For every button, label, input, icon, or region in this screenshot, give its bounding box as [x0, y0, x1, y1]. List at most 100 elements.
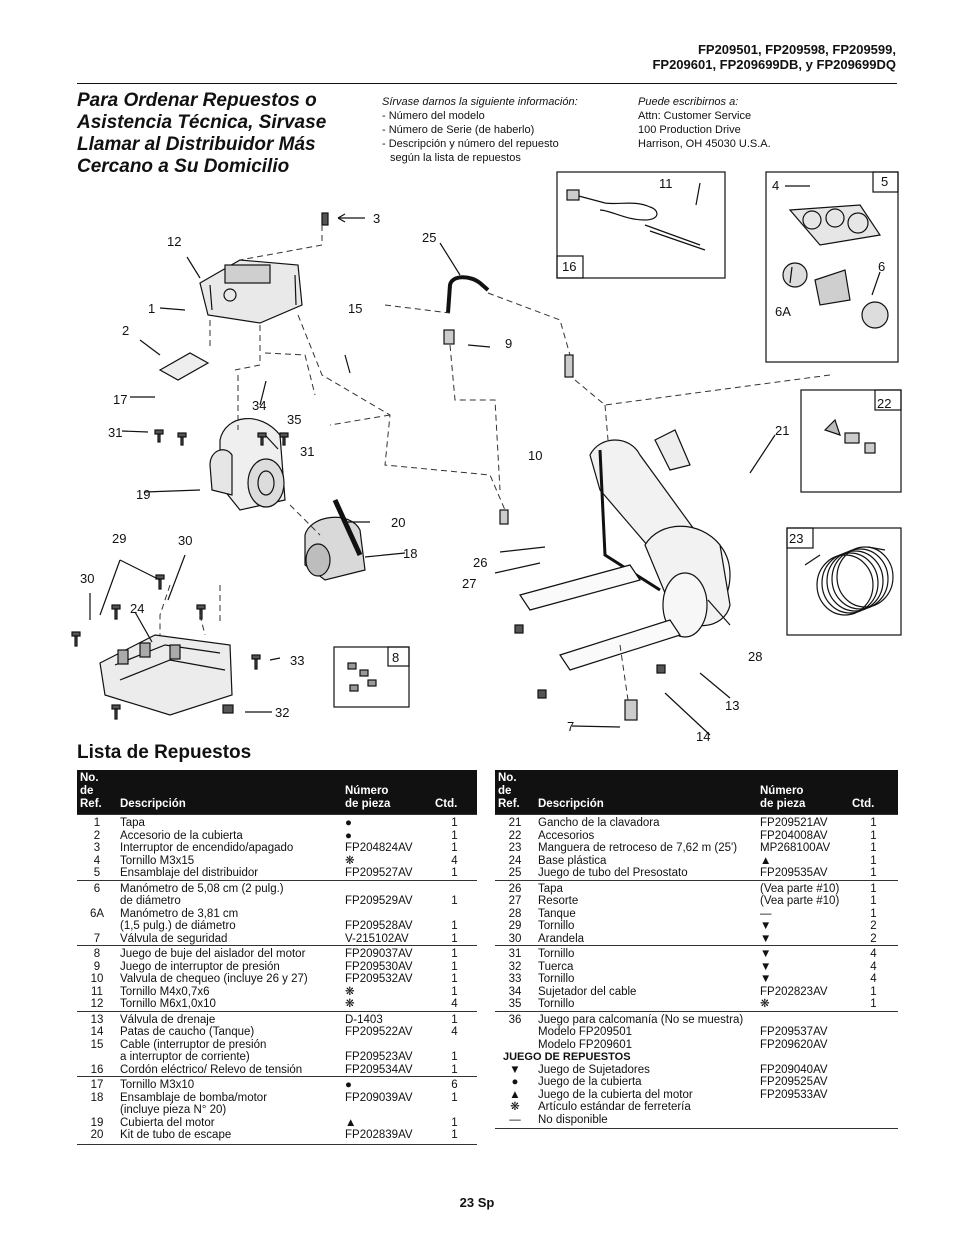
- kit-row: ❋Artículo estándar de ferretería: [495, 1101, 898, 1114]
- part-number: (Vea parte #10): [757, 879, 849, 895]
- part-number: ❋: [345, 985, 355, 998]
- callout-29: 29: [112, 531, 126, 546]
- part-description: Cubierta del motor: [120, 1116, 215, 1129]
- inset-box-cord: [556, 171, 726, 279]
- part-number: FP209534AV: [345, 1063, 413, 1076]
- part-quantity: 1: [870, 985, 877, 998]
- part-quantity: 1: [451, 920, 458, 932]
- callout-17: 17: [113, 392, 127, 407]
- callout-30-left: 30: [80, 571, 94, 586]
- part-ref: 11: [91, 985, 103, 998]
- part-quantity: 1: [451, 1063, 458, 1076]
- part-quantity: 4: [451, 854, 458, 867]
- info-required-line: - Descripción y número del repuesto: [382, 138, 559, 150]
- part-number: [342, 1104, 432, 1117]
- inset-box-hose: [786, 527, 902, 636]
- part-ref: [77, 1051, 117, 1064]
- exploded-parts-diagram: 3 12 1 2 17 31 34 35 31 19 20 18 29 30 3…: [71, 171, 902, 744]
- parts-list-title: Lista de Repuestos: [77, 742, 252, 763]
- part-number: [342, 1039, 432, 1052]
- part-quantity: 1: [451, 1051, 458, 1063]
- callout-numbers: 3 12 1 2 17 31 34 35 31 19 20 18 29 30 3…: [80, 174, 891, 744]
- callout-28: 28: [748, 649, 762, 664]
- part-number: ❋: [345, 998, 355, 1010]
- col-part-header: Número de pieza: [760, 785, 806, 810]
- table-header-row: No. de Ref. Descripción Número de pieza …: [495, 770, 898, 815]
- kit-part-number: [757, 1101, 849, 1114]
- part-ref: 28: [508, 907, 522, 920]
- col-qty-header: Ctd.: [435, 798, 458, 810]
- part-ref: 5: [93, 867, 101, 879]
- callout-18: 18: [403, 546, 417, 561]
- mailing-address-line: Attn: Customer Service: [638, 110, 752, 122]
- hose-coil: [804, 546, 894, 616]
- part-ref: 3: [93, 842, 101, 854]
- kit-empty-cell: [849, 1064, 898, 1077]
- part-ref: 17: [77, 1076, 117, 1092]
- part-ref: 18: [90, 1091, 104, 1104]
- callout-3: 3: [373, 211, 380, 226]
- callout-6a: 6A: [775, 304, 791, 319]
- part-description: Modelo FP209501: [538, 1026, 632, 1038]
- part-quantity: [432, 908, 477, 921]
- part-number: ▼: [760, 973, 772, 985]
- part-description: Manómetro de 3,81 cm: [120, 907, 239, 920]
- part-ref: 6: [77, 879, 117, 895]
- part-description: Tornillo: [538, 920, 575, 932]
- part-ref: [495, 1026, 535, 1039]
- part-description: Válvula de seguridad: [120, 932, 228, 945]
- col-ref-header: No. de Ref.: [498, 772, 520, 810]
- part-number: ●: [345, 829, 352, 842]
- part-ref: 35: [508, 998, 522, 1010]
- kit-description: Juego de la cubierta del motor: [538, 1088, 693, 1101]
- part-ref: 6A: [89, 907, 105, 920]
- callout-7: 7: [567, 719, 574, 734]
- kit-description: Artículo estándar de ferretería: [538, 1101, 691, 1113]
- part-ref: 9: [93, 960, 101, 973]
- part-quantity: 1: [870, 895, 877, 907]
- part-number: MP268100AV: [760, 842, 831, 854]
- part-quantity: 1: [451, 895, 458, 907]
- part-number: FP202839AV: [342, 1129, 432, 1145]
- kit-symbol: ▼: [509, 1063, 521, 1076]
- manifold-assembly: [782, 204, 889, 329]
- part-ref: 13: [77, 1010, 117, 1026]
- callout-24: 24: [130, 601, 144, 616]
- part-description: Tornillo M6x1,0x10: [120, 998, 216, 1010]
- part-quantity: 1: [870, 842, 877, 854]
- kit-symbol: —: [495, 1113, 535, 1129]
- part-description: Patas de caucho (Tanque): [120, 1026, 255, 1038]
- callout-11: 11: [659, 176, 673, 191]
- part-quantity: [432, 1039, 477, 1052]
- cover-part: [199, 259, 303, 324]
- part-quantity: [849, 1026, 898, 1039]
- accessory-fittings: [823, 418, 876, 454]
- callout-4: 4: [772, 178, 779, 193]
- part-quantity: [432, 1104, 477, 1117]
- table-header-row: No. de Ref. Descripción Número de pieza …: [77, 770, 477, 815]
- inset-box-accessories: [800, 389, 902, 493]
- part-number: (Vea parte #10): [760, 895, 840, 907]
- part-quantity: 1: [432, 1010, 477, 1026]
- part-ref: 14: [90, 1026, 104, 1038]
- callout-35: 35: [287, 412, 301, 427]
- part-number: ▼: [760, 960, 772, 973]
- part-ref: 32: [508, 960, 522, 973]
- part-ref: 22: [508, 829, 522, 842]
- kit-symbol: ●: [511, 1076, 519, 1088]
- part-ref: 29: [508, 920, 522, 932]
- part-number: FP209527AV: [345, 867, 413, 879]
- part-quantity: 1: [451, 842, 458, 854]
- part-quantity: 6: [432, 1076, 477, 1092]
- callout-19: 19: [136, 487, 150, 502]
